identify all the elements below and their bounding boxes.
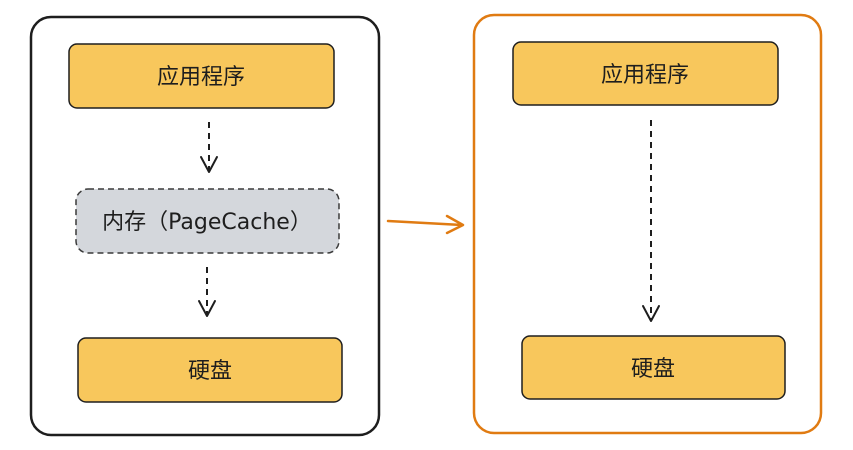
right-app-node: 应用程序 <box>512 41 779 106</box>
left-cache-node: 内存（PageCache） <box>75 188 340 254</box>
right-panel <box>472 13 823 435</box>
right-disk-box <box>521 335 786 400</box>
left-cache-box <box>75 188 340 254</box>
left-app-box <box>68 43 335 109</box>
left-app-label: 应用程序 <box>157 65 245 90</box>
left-arrow-app-to-cache <box>200 122 218 173</box>
left-disk-node: 硬盘 <box>77 337 343 403</box>
right-arrow-app-to-disk <box>642 120 660 322</box>
left-arrow-cache-to-disk <box>198 267 216 317</box>
left-disk-box <box>77 337 343 403</box>
transition-arrow-head <box>445 214 465 235</box>
transition-arrow-shaft <box>386 219 464 227</box>
left-arrow-app-to-cache-head <box>200 156 218 173</box>
right-disk-label: 硬盘 <box>631 357 675 382</box>
right-disk-node: 硬盘 <box>521 335 786 400</box>
left-app-node: 应用程序 <box>68 43 335 109</box>
left-panel <box>29 15 381 437</box>
right-app-label: 应用程序 <box>601 63 689 88</box>
right-arrow-app-to-disk-head <box>642 305 660 322</box>
right-app-box <box>512 41 779 106</box>
left-arrow-cache-to-disk-head <box>198 300 216 317</box>
transition-arrow <box>386 214 465 235</box>
left-cache-label: 内存（PageCache） <box>102 210 312 235</box>
left-disk-label: 硬盘 <box>188 359 232 384</box>
